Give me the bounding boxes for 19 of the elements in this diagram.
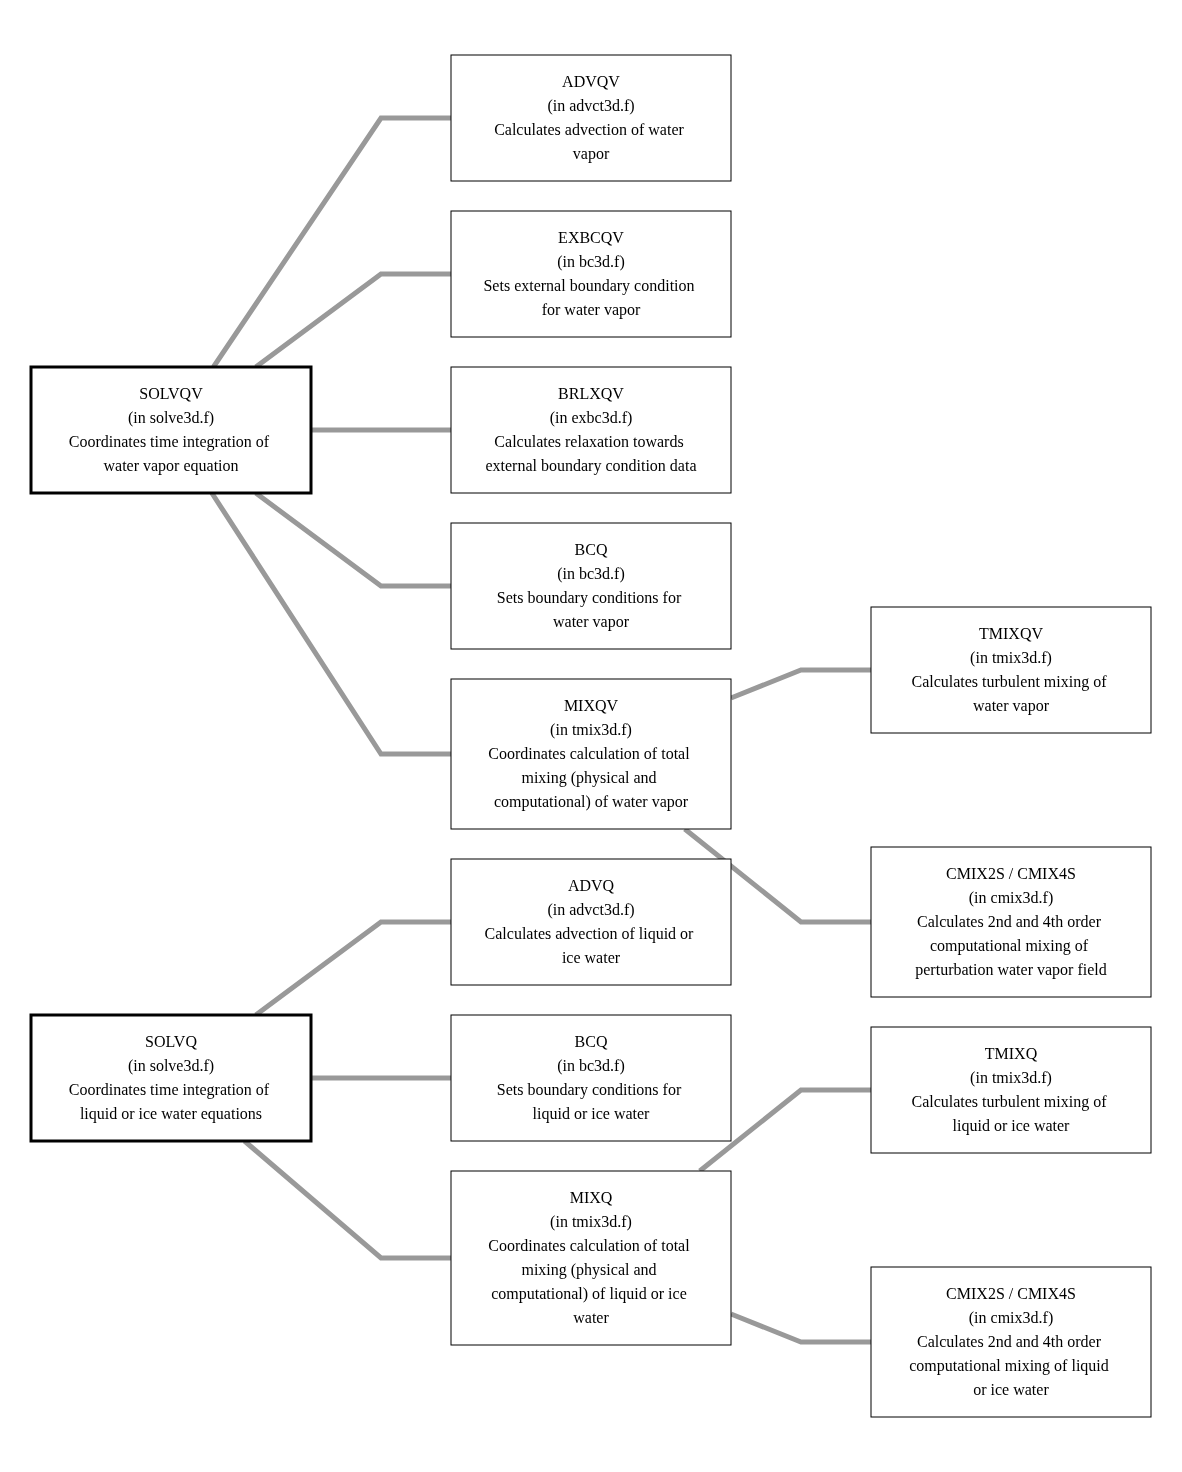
node-box: EXBCQV (in bc3d.f) Sets external boundary condition for water vapor	[450, 210, 732, 338]
node-box: MIXQ (in tmix3d.f) Coordinates calculation of total mixing (physical and computational) of liquid or ice water	[450, 1170, 732, 1346]
node-box: SOLVQ (in solve3d.f) Coordinates time integration of liquid or ice water equations	[29, 1013, 313, 1143]
node-box: BRLXQV (in exbc3d.f) Calculates relaxation towards external boundary condition data	[450, 366, 732, 494]
node-box: BCQ (in bc3d.f) Sets boundary conditions for water vapor	[450, 522, 732, 650]
node-box: ADVQ (in advct3d.f) Calculates advection of liquid or ice water	[450, 858, 732, 986]
node-box: CMIX2S / CMIX4S (in cmix3d.f) Calculates 2nd and 4th order computational mixing of liquid or ice water	[870, 1266, 1152, 1418]
node-box: ADVQV (in advct3d.f) Calculates advection of water vapor	[450, 54, 732, 182]
node-box: CMIX2S / CMIX4S (in cmix3d.f) Calculates 2nd and 4th order computational mixing of perturbation water vapor field	[870, 846, 1152, 998]
connector	[698, 1087, 871, 1173]
connector	[311, 1075, 451, 1081]
connector	[730, 1311, 871, 1345]
node-box: TMIXQV (in tmix3d.f) Calculates turbulent mixing of water vapor	[870, 606, 1152, 734]
node-box: MIXQV (in tmix3d.f) Coordinates calculation of total mixing (physical and computational) of water vapor	[450, 678, 732, 830]
node-box: BCQ (in bc3d.f) Sets boundary conditions for liquid or ice water	[450, 1014, 732, 1142]
node-box: TMIXQ (in tmix3d.f) Calculates turbulent mixing of liquid or ice water	[870, 1026, 1152, 1154]
connector	[311, 427, 451, 433]
node-box: SOLVQV (in solve3d.f) Coordinates time integration of water vapor equation	[29, 365, 313, 495]
connector	[730, 667, 871, 701]
